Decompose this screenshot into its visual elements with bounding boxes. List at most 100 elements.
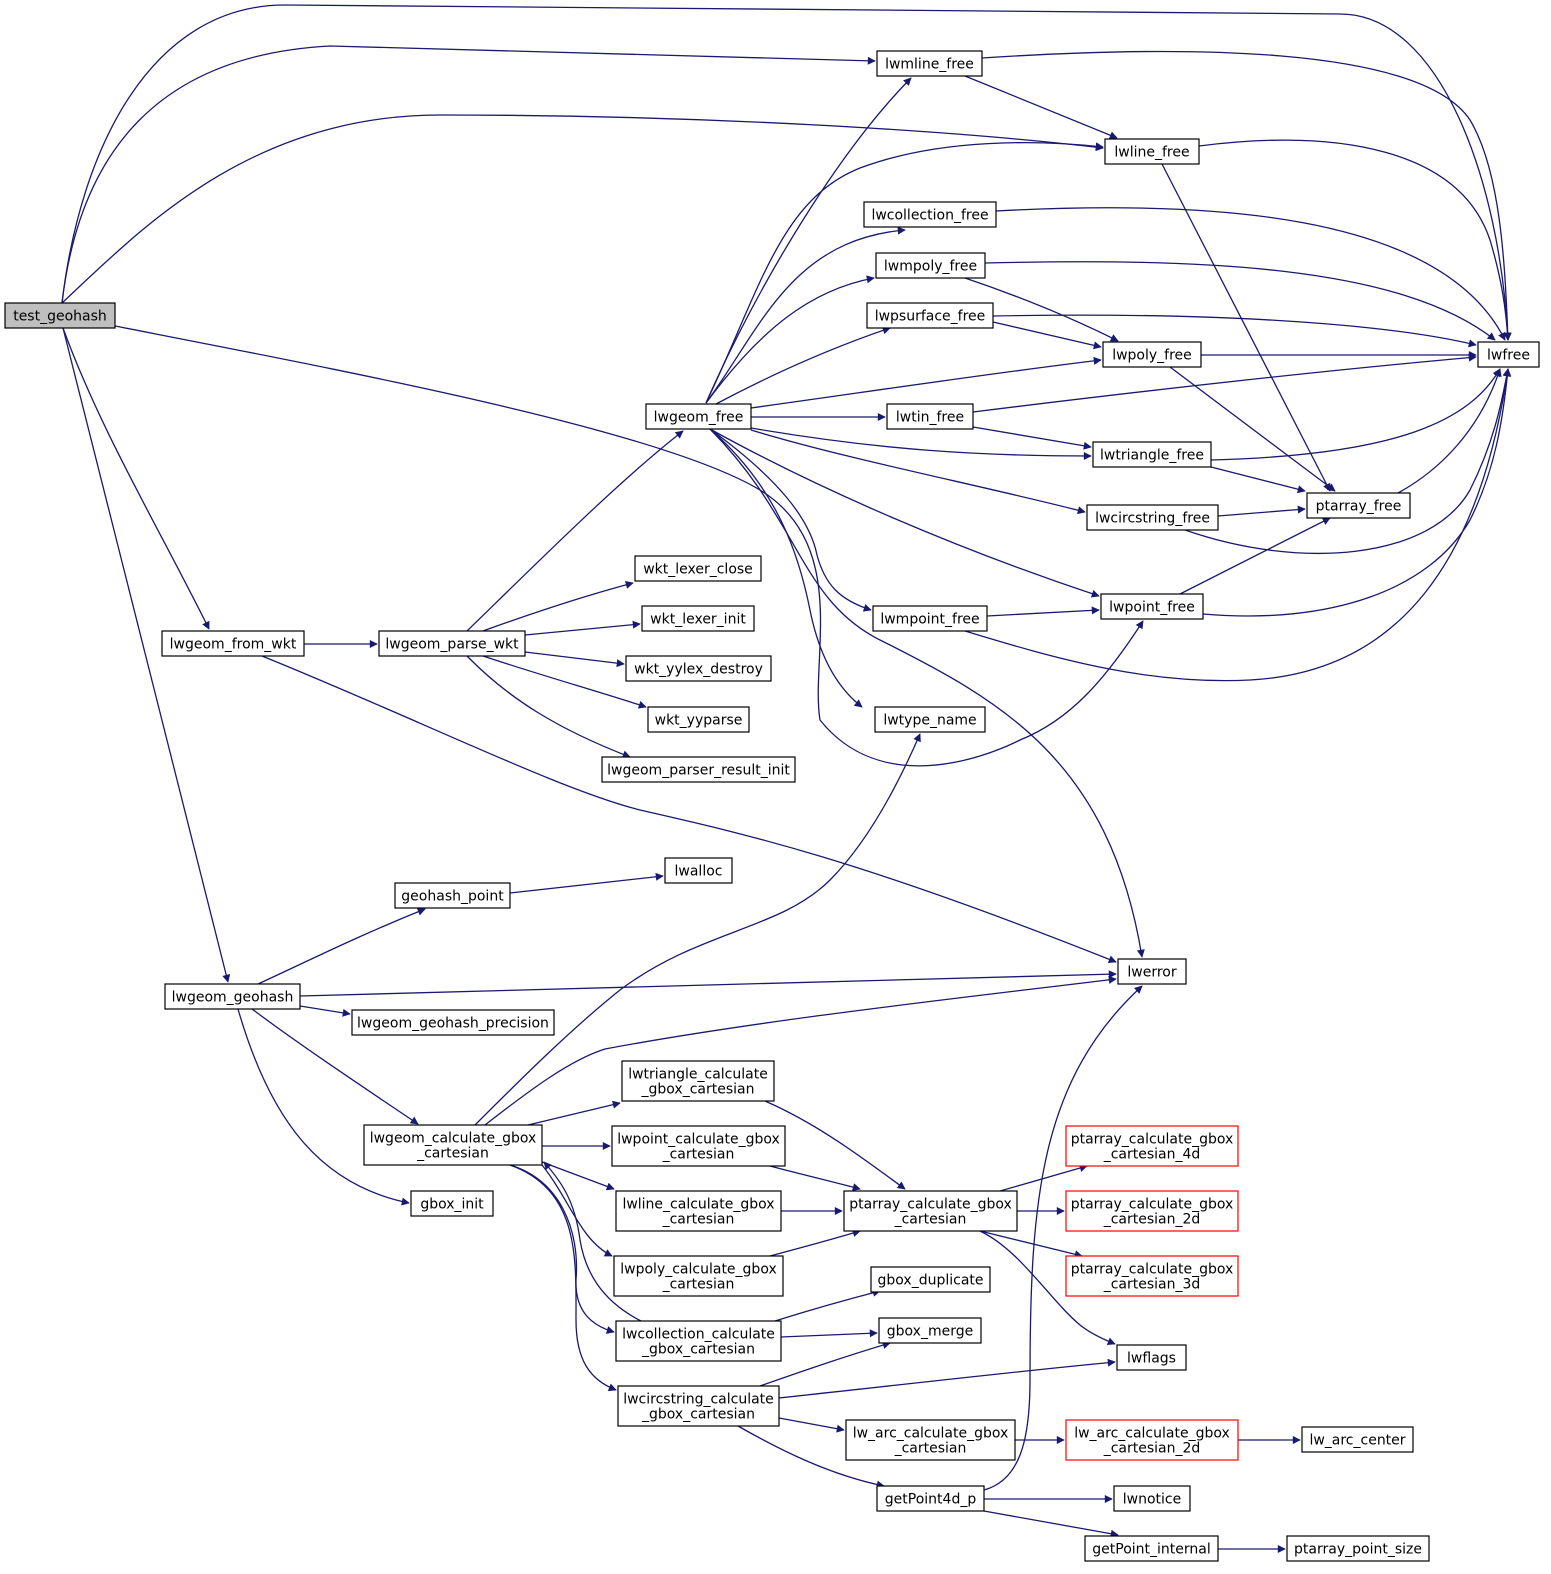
node-box <box>611 1125 786 1167</box>
node-gbox_merge[interactable]: gbox_merge <box>878 1317 982 1344</box>
node-wkt_yylex_destroy[interactable]: wkt_yylex_destroy <box>625 655 772 682</box>
node-lwtin_free[interactable]: lwtin_free <box>886 403 974 430</box>
node-box <box>875 252 986 279</box>
node-getPoint_internal[interactable]: getPoint_internal <box>1084 1535 1219 1562</box>
node-label: lwmpoint_free <box>880 612 979 628</box>
edge-lwtin_free-to-lwfree <box>972 353 1477 413</box>
edge-lwgeom_free-to-lwmline_free <box>705 77 912 404</box>
node-box <box>615 1190 782 1232</box>
edge-lwcircstring_calculate_gbox_cartesian-to-getPoint4d_p <box>737 1425 885 1489</box>
edge-lwgeom_geohash-to-lwgeom_geohash_precision <box>299 1005 351 1017</box>
node-lwgeom_parser_result_init[interactable]: lwgeom_parser_result_init <box>601 756 796 783</box>
node-box <box>351 1009 555 1036</box>
node-box <box>843 1190 1018 1232</box>
node-lwtype_name[interactable]: lwtype_name <box>874 706 986 733</box>
node-lwpsurface_free[interactable]: lwpsurface_free <box>866 302 994 329</box>
edge-lwgeom_geohash-to-geohash_point <box>257 907 426 985</box>
node-ptarray_free[interactable]: ptarray_free <box>1306 492 1411 519</box>
node-lwalloc[interactable]: lwalloc <box>664 857 733 884</box>
node-lwpoint_calculate_gbox_cartesian[interactable]: lwpoint_calculate_gbox_cartesian <box>611 1125 786 1167</box>
node-lwtriangle_calculate_gbox_cartesian[interactable]: lwtriangle_calculate_gbox_cartesian <box>621 1060 775 1102</box>
edge-lwtriangle_calculate_gbox_cartesian-to-ptarray_calculate_gbox_cartesian <box>764 1100 906 1190</box>
node-box <box>1117 958 1187 985</box>
node-box <box>870 1266 991 1293</box>
node-gbox_duplicate[interactable]: gbox_duplicate <box>870 1266 991 1293</box>
edge-lwgeom_parse_wkt-to-wkt_lexer_close <box>482 580 634 632</box>
node-label: lwgeom_free <box>654 410 744 426</box>
node-getPoint4d_p[interactable]: getPoint4d_p <box>876 1485 985 1512</box>
edge-lwgeom_geohash-to-lwerror <box>299 970 1117 997</box>
edge-lwcircstring_calculate_gbox_cartesian-to-gbox_merge <box>759 1341 891 1387</box>
node-box <box>1086 504 1219 531</box>
node-lwcollection_calculate_gbox_cartesian[interactable]: lwcollection_calculate_gbox_cartesian <box>615 1320 782 1362</box>
node-label: _cartesian <box>894 1441 967 1457</box>
node-box <box>1102 341 1202 368</box>
edge-lwgeom_calculate_gbox_cartesian-to-lwcircstring_calculate_gbox_cartesian <box>509 1164 617 1392</box>
node-lwerror[interactable]: lwerror <box>1117 958 1187 985</box>
node-lwgeom_from_wkt[interactable]: lwgeom_from_wkt <box>161 630 305 657</box>
node-lwnotice[interactable]: lwnotice <box>1113 1485 1191 1512</box>
edge-lwmpoly_free-to-lwpoly_free <box>964 277 1119 342</box>
edge-lwgeom_parse_wkt-to-wkt_lexer_init <box>524 620 641 636</box>
node-label: lwpsurface_free <box>875 309 986 325</box>
node-lwpoly_calculate_gbox_cartesian[interactable]: lwpoly_calculate_gbox_cartesian <box>613 1255 784 1297</box>
node-label: lwcircstring_free <box>1095 511 1210 527</box>
node-lwflags[interactable]: lwflags <box>1116 1344 1187 1371</box>
node-box <box>615 1320 782 1362</box>
node-gbox_init[interactable]: gbox_init <box>410 1190 494 1217</box>
node-wkt_yyparse[interactable]: wkt_yyparse <box>647 706 750 733</box>
node-lwpoint_free[interactable]: lwpoint_free <box>1100 593 1204 620</box>
node-lwfree[interactable]: lwfree <box>1477 341 1540 368</box>
node-ptarray_calculate_gbox_cartesian_4d[interactable]: ptarray_calculate_gbox_cartesian_4d <box>1065 1125 1239 1167</box>
node-box <box>613 1255 784 1297</box>
node-box <box>664 857 733 884</box>
node-wkt_lexer_close[interactable]: wkt_lexer_close <box>634 555 762 582</box>
edge-lwcircstring_free-to-ptarray_free <box>1217 505 1306 517</box>
node-box <box>625 655 772 682</box>
node-lw_arc_calculate_gbox_cartesian[interactable]: lw_arc_calculate_gbox_cartesian <box>845 1419 1016 1461</box>
node-ptarray_calculate_gbox_cartesian_2d[interactable]: ptarray_calculate_gbox_cartesian_2d <box>1065 1190 1239 1232</box>
node-box <box>1065 1255 1239 1297</box>
node-geohash_point[interactable]: geohash_point <box>394 882 511 909</box>
node-lwgeom_parse_wkt[interactable]: lwgeom_parse_wkt <box>378 630 526 657</box>
node-lw_arc_center[interactable]: lw_arc_center <box>1301 1426 1414 1453</box>
node-box <box>876 1485 985 1512</box>
node-lwgeom_free[interactable]: lwgeom_free <box>645 403 752 430</box>
node-lwgeom_geohash_precision[interactable]: lwgeom_geohash_precision <box>351 1009 555 1036</box>
edge-lwpoint_free-to-ptarray_free <box>1179 517 1331 595</box>
edge-lwgeom_free-to-lwtype_name <box>709 428 863 708</box>
node-lwcircstring_free[interactable]: lwcircstring_free <box>1086 504 1219 531</box>
node-label: _cartesian_4d <box>1103 1147 1201 1163</box>
node-lwgeom_calculate_gbox_cartesian[interactable]: lwgeom_calculate_gbox_cartesian <box>363 1124 543 1166</box>
node-lwline_calculate_gbox_cartesian[interactable]: lwline_calculate_gbox_cartesian <box>615 1190 782 1232</box>
node-box <box>866 302 994 329</box>
node-lwtriangle_free[interactable]: lwtriangle_free <box>1092 441 1212 468</box>
node-box <box>1092 441 1212 468</box>
node-wkt_lexer_init[interactable]: wkt_lexer_init <box>641 605 755 632</box>
edge-lwgeom_free-to-lwmpoint_free <box>709 428 872 612</box>
node-label: _cartesian_3d <box>1103 1277 1201 1293</box>
node-lwline_free[interactable]: lwline_free <box>1104 138 1200 165</box>
node-ptarray_point_size[interactable]: ptarray_point_size <box>1286 1535 1430 1562</box>
node-box <box>1084 1535 1219 1562</box>
node-lwgeom_geohash[interactable]: lwgeom_geohash <box>164 983 301 1010</box>
edge-lwtin_free-to-lwtriangle_free <box>972 426 1092 450</box>
node-lwmpoly_free[interactable]: lwmpoly_free <box>875 252 986 279</box>
node-lwmpoint_free[interactable]: lwmpoint_free <box>872 605 988 632</box>
node-label: _gbox_cartesian <box>641 1082 755 1098</box>
edge-lwtriangle_free-to-lwfree <box>1210 368 1501 461</box>
edge-lwgeom_geohash-to-gbox_init <box>237 1008 410 1206</box>
node-lwcircstring_calculate_gbox_cartesian[interactable]: lwcircstring_calculate_gbox_cartesian <box>617 1385 780 1427</box>
edge-lwgeom_from_wkt-to-lwerror <box>261 655 1117 964</box>
node-ptarray_calculate_gbox_cartesian_3d[interactable]: ptarray_calculate_gbox_cartesian_3d <box>1065 1255 1239 1297</box>
node-label: lwgeom_geohash <box>172 990 294 1006</box>
node-label: ptarray_free <box>1316 499 1402 515</box>
edge-getPoint4d_p-to-lwerror <box>983 985 1143 1491</box>
node-test_geohash[interactable]: test_geohash <box>4 302 116 329</box>
node-ptarray_calculate_gbox_cartesian[interactable]: ptarray_calculate_gbox_cartesian <box>843 1190 1018 1232</box>
node-lw_arc_calculate_gbox_cartesian_2d[interactable]: lw_arc_calculate_gbox_cartesian_2d <box>1065 1419 1239 1461</box>
node-lwcollection_free[interactable]: lwcollection_free <box>863 201 997 228</box>
node-lwpoly_free[interactable]: lwpoly_free <box>1102 341 1202 368</box>
node-lwmline_free[interactable]: lwmline_free <box>876 50 983 77</box>
edge-lwline_free-to-ptarray_free <box>1161 163 1331 492</box>
